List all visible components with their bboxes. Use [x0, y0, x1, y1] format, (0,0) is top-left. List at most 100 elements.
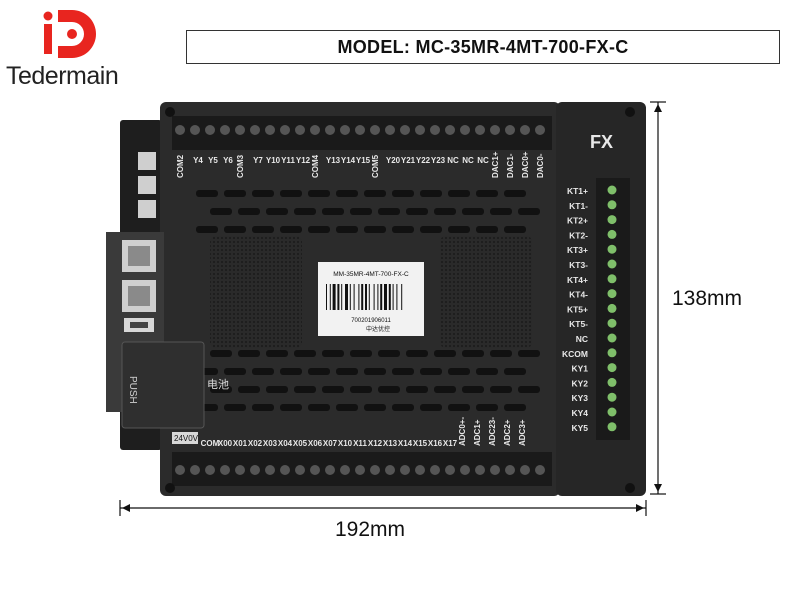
barcode-bar — [358, 284, 360, 310]
vent-slot — [308, 404, 330, 411]
terminal-screw — [607, 407, 617, 417]
terminal-screw — [520, 125, 530, 135]
terminal-screw — [235, 125, 245, 135]
terminal-screw — [607, 348, 617, 358]
right-terminal-label: KY4 — [571, 408, 588, 418]
vent-slot — [224, 226, 246, 233]
top-terminal-label: Y15 — [356, 156, 371, 165]
vent-slot — [476, 404, 498, 411]
right-terminal-label: NC — [576, 334, 588, 344]
terminal-screw — [430, 125, 440, 135]
vent-slot — [294, 386, 316, 393]
barcode-bar — [396, 284, 398, 310]
vent-slot — [448, 404, 470, 411]
right-terminal-label: KT5+ — [567, 304, 588, 314]
vent-slot — [224, 190, 246, 197]
terminal-screw — [385, 125, 395, 135]
brand-logo-icon — [43, 10, 96, 58]
vent-slot — [266, 208, 288, 215]
top-terminal-label: DAC0- — [536, 153, 545, 178]
vent-slot — [420, 368, 442, 375]
vent-slot — [364, 404, 386, 411]
bottom-terminal-label: COM — [201, 439, 220, 448]
terminal-screw — [535, 465, 545, 475]
vent-slot — [504, 368, 526, 375]
right-terminal-label: KY2 — [571, 378, 588, 388]
terminal-screw — [475, 125, 485, 135]
barcode-bar — [361, 284, 364, 310]
width-dimension-line — [119, 500, 647, 516]
terminal-screw — [370, 125, 380, 135]
model-sticker — [318, 262, 424, 336]
terminal-screw — [265, 465, 275, 475]
terminal-screw — [400, 465, 410, 475]
bottom-terminal-label: X12 — [368, 439, 383, 448]
bottom-terminal-label: X14 — [398, 439, 413, 448]
terminal-screw — [220, 125, 230, 135]
sticker-maker-text: 中达优控 — [366, 325, 390, 333]
vent-slot — [224, 404, 246, 411]
brand-name: Tedermain — [6, 62, 119, 90]
vent-slot — [406, 208, 428, 215]
top-terminal-label: Y10 — [266, 156, 281, 165]
vent-slot — [476, 368, 498, 375]
push-label: PUSH — [127, 376, 138, 404]
vent-slot — [518, 208, 540, 215]
right-terminal-label: KY1 — [571, 364, 588, 374]
terminal-screw — [460, 125, 470, 135]
vent-slot — [392, 368, 414, 375]
vent-slot — [336, 404, 358, 411]
terminal-screw — [310, 465, 320, 475]
vent-slot — [280, 226, 302, 233]
vent-slot — [406, 350, 428, 357]
terminal-screw — [607, 392, 617, 402]
right-terminal-label: KT2- — [569, 230, 588, 240]
bottom-terminal-label: X11 — [353, 439, 367, 448]
vent-slot — [350, 386, 372, 393]
right-terminal-label: KT1+ — [567, 186, 588, 196]
terminal-screw — [607, 289, 617, 299]
vent-slot — [238, 350, 260, 357]
vent-slot — [308, 190, 330, 197]
terminal-screw — [280, 465, 290, 475]
fx-label: FX — [590, 132, 613, 152]
terminal-screw — [190, 465, 200, 475]
terminal-screw — [607, 244, 617, 254]
vent-slot — [476, 226, 498, 233]
right-terminal-label: KCOM — [562, 349, 588, 359]
terminal-screw — [370, 465, 380, 475]
vent-slot — [364, 190, 386, 197]
barcode-bar — [332, 284, 336, 310]
vent-slot — [280, 368, 302, 375]
vent-slot — [448, 226, 470, 233]
barcode-bar — [392, 284, 394, 310]
vent-slot — [336, 190, 358, 197]
vent-slot — [448, 368, 470, 375]
barcode-bar — [345, 284, 348, 310]
barcode-bar — [341, 284, 343, 310]
vent-slot — [378, 350, 400, 357]
vent-slot — [336, 226, 358, 233]
vent-slot — [392, 404, 414, 411]
bottom-terminal-label: X17 — [443, 439, 458, 448]
terminal-screw — [607, 333, 617, 343]
vent-slot — [504, 226, 526, 233]
terminal-screw — [295, 125, 305, 135]
barcode-bar — [353, 284, 355, 310]
terminal-screw — [505, 465, 515, 475]
vent-slot — [308, 368, 330, 375]
terminal-screw — [310, 125, 320, 135]
terminal-screw — [445, 465, 455, 475]
vent-slot — [420, 404, 442, 411]
top-terminal-label: Y12 — [296, 156, 311, 165]
right-terminal-label: KT1- — [569, 201, 588, 211]
vent-slot — [420, 226, 442, 233]
top-terminal-label: Y21 — [401, 156, 416, 165]
terminal-screw — [505, 125, 515, 135]
vent-slot — [420, 190, 442, 197]
terminal-screw — [325, 125, 335, 135]
terminal-screw — [385, 465, 395, 475]
vent-slot — [476, 190, 498, 197]
terminal-screw — [340, 465, 350, 475]
barcode-bar — [401, 284, 403, 310]
